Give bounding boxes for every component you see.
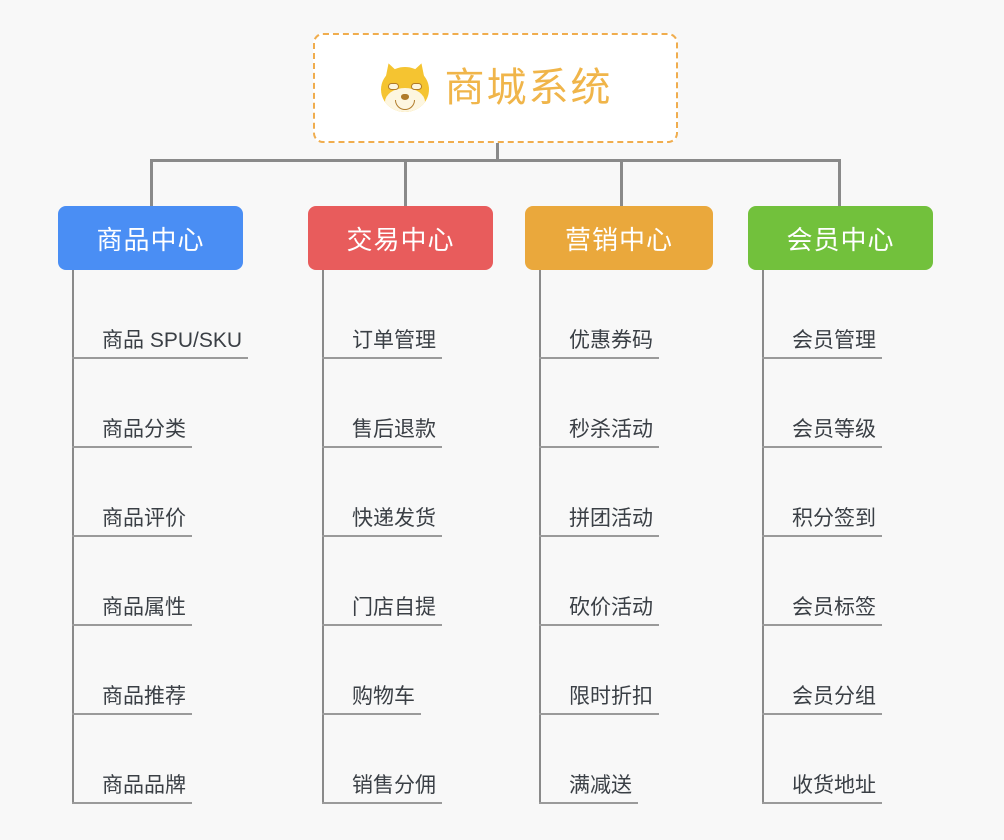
leaf-item-label: 快递发货 bbox=[322, 508, 442, 537]
leaf-item-label: 商品属性 bbox=[72, 597, 192, 626]
leaf-item[interactable]: 商品品牌 bbox=[72, 715, 248, 804]
leaf-item-label: 商品 SPU/SKU bbox=[72, 330, 249, 359]
connector-root-stem bbox=[496, 143, 499, 162]
leaf-item-label: 会员分组 bbox=[762, 686, 882, 715]
branch-header-label: 会员中心 bbox=[786, 224, 895, 255]
leaf-item[interactable]: 售后退款 bbox=[322, 359, 442, 448]
leaf-item[interactable]: 会员标签 bbox=[762, 537, 882, 626]
leaf-item-label: 商品品牌 bbox=[72, 775, 192, 804]
branch-item-list-4: 会员管理会员等级积分签到会员标签会员分组收货地址 bbox=[762, 270, 882, 804]
leaf-item-label: 限时折扣 bbox=[539, 686, 659, 715]
leaf-item-label: 会员标签 bbox=[762, 597, 882, 626]
connector-horizontal-bus bbox=[150, 159, 840, 162]
leaf-item[interactable]: 销售分佣 bbox=[322, 715, 442, 804]
leaf-item-label: 拼团活动 bbox=[539, 508, 659, 537]
leaf-item-label: 砍价活动 bbox=[539, 597, 659, 626]
leaf-item[interactable]: 商品分类 bbox=[72, 359, 248, 448]
leaf-item[interactable]: 限时折扣 bbox=[539, 626, 659, 715]
connector-drop-1 bbox=[150, 159, 153, 206]
branch-item-list-2: 订单管理售后退款快递发货门店自提购物车销售分佣 bbox=[322, 270, 442, 804]
branch-header-label: 营销中心 bbox=[564, 224, 673, 255]
leaf-item-label: 会员管理 bbox=[762, 330, 882, 359]
connector-drop-4 bbox=[838, 159, 841, 206]
leaf-item-label: 商品分类 bbox=[72, 419, 192, 448]
dog-face-icon bbox=[379, 60, 431, 114]
branch-trunk-1 bbox=[72, 270, 74, 804]
leaf-item-label: 订单管理 bbox=[322, 330, 442, 359]
branch-item-list-1: 商品 SPU/SKU 商品分类商品评价商品属性商品推荐商品品牌 bbox=[72, 270, 249, 804]
leaf-item[interactable]: 商品 SPU/SKU bbox=[72, 270, 249, 359]
leaf-item[interactable]: 优惠券码 bbox=[539, 270, 659, 359]
leaf-item-label: 积分签到 bbox=[762, 508, 882, 537]
leaf-item[interactable]: 商品属性 bbox=[72, 537, 248, 626]
leaf-item[interactable]: 满减送 bbox=[539, 715, 659, 804]
leaf-item[interactable]: 砍价活动 bbox=[539, 537, 659, 626]
leaf-item-label: 销售分佣 bbox=[322, 775, 442, 804]
leaf-item[interactable]: 会员等级 bbox=[762, 359, 882, 448]
branch-header-label: 交易中心 bbox=[346, 224, 455, 255]
connector-drop-3 bbox=[620, 159, 623, 206]
leaf-item[interactable]: 秒杀活动 bbox=[539, 359, 659, 448]
root-title: 商城系统 bbox=[444, 66, 613, 110]
branch-1: 商品中心商品 SPU/SKU 商品分类商品评价商品属性商品推荐商品品牌 bbox=[58, 206, 249, 804]
leaf-item[interactable]: 收货地址 bbox=[762, 715, 882, 804]
leaf-item[interactable]: 会员分组 bbox=[762, 626, 882, 715]
branch-trunk-3 bbox=[539, 270, 541, 804]
leaf-item-label: 收货地址 bbox=[762, 775, 882, 804]
leaf-item-label: 商品推荐 bbox=[72, 686, 192, 715]
leaf-item-label: 优惠券码 bbox=[539, 330, 659, 359]
leaf-item-label: 会员等级 bbox=[762, 419, 882, 448]
branch-2: 交易中心订单管理售后退款快递发货门店自提购物车销售分佣 bbox=[308, 206, 493, 804]
branch-header-2[interactable]: 交易中心 bbox=[308, 206, 493, 270]
leaf-item[interactable]: 积分签到 bbox=[762, 448, 882, 537]
leaf-item-label: 满减送 bbox=[539, 775, 638, 804]
leaf-item[interactable]: 商品推荐 bbox=[72, 626, 248, 715]
branch-header-label: 商品中心 bbox=[96, 224, 205, 255]
branch-4: 会员中心会员管理会员等级积分签到会员标签会员分组收货地址 bbox=[748, 206, 933, 804]
branch-header-1[interactable]: 商品中心 bbox=[58, 206, 243, 270]
leaf-item-label: 门店自提 bbox=[322, 597, 442, 626]
branch-trunk-4 bbox=[762, 270, 764, 804]
root-node[interactable]: 商城系统 bbox=[313, 33, 678, 143]
leaf-item-label: 商品评价 bbox=[72, 508, 192, 537]
leaf-item[interactable]: 会员管理 bbox=[762, 270, 882, 359]
leaf-item[interactable]: 门店自提 bbox=[322, 537, 442, 626]
leaf-item[interactable]: 拼团活动 bbox=[539, 448, 659, 537]
branch-header-4[interactable]: 会员中心 bbox=[748, 206, 933, 270]
leaf-item-label: 秒杀活动 bbox=[539, 419, 659, 448]
branch-item-list-3: 优惠券码秒杀活动拼团活动砍价活动限时折扣满减送 bbox=[539, 270, 659, 804]
leaf-item-label: 售后退款 bbox=[322, 419, 442, 448]
leaf-item[interactable]: 购物车 bbox=[322, 626, 442, 715]
branch-header-3[interactable]: 营销中心 bbox=[525, 206, 713, 270]
leaf-item[interactable]: 订单管理 bbox=[322, 270, 442, 359]
connector-drop-2 bbox=[404, 159, 407, 206]
leaf-item[interactable]: 商品评价 bbox=[72, 448, 248, 537]
leaf-item-label: 购物车 bbox=[322, 686, 421, 715]
branch-3: 营销中心优惠券码秒杀活动拼团活动砍价活动限时折扣满减送 bbox=[525, 206, 713, 804]
branch-trunk-2 bbox=[322, 270, 324, 804]
leaf-item[interactable]: 快递发货 bbox=[322, 448, 442, 537]
